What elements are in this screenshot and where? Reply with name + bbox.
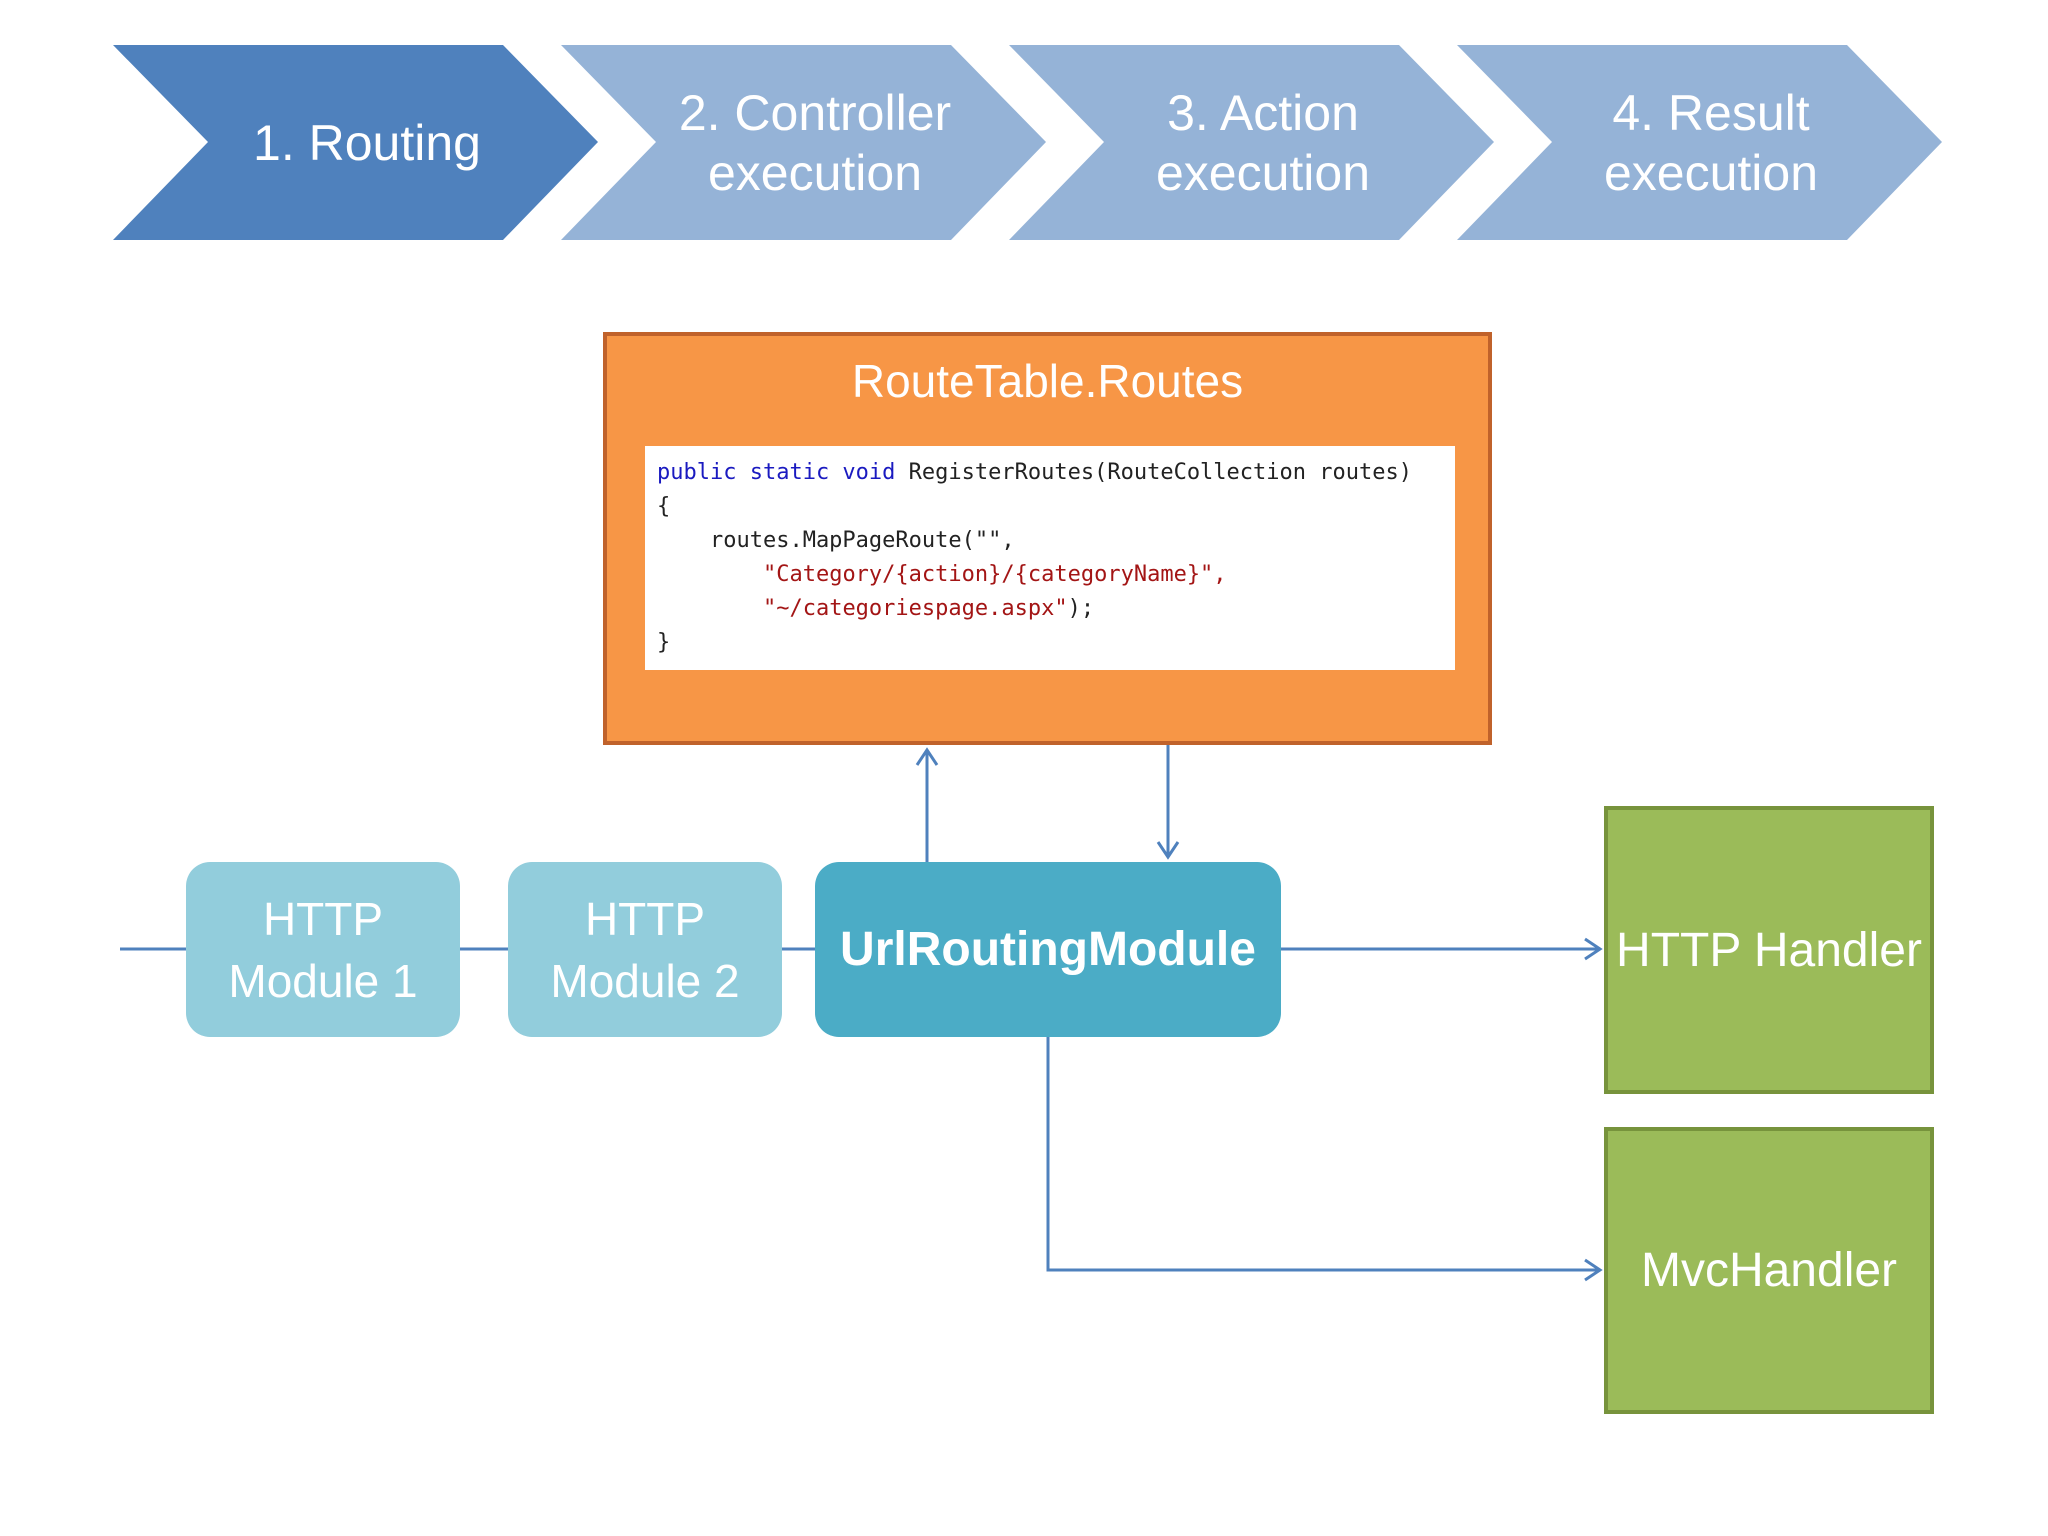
- code-physical-file: "~/categoriespage.aspx": [762, 596, 1068, 621]
- step-controller-label: 2. Controller execution: [678, 84, 952, 201]
- routing-to-mvchandler-arrowhead: [1584, 1258, 1603, 1282]
- routes-to-routing-arrowhead: [1156, 841, 1180, 860]
- http-module-2: HTTP Module 2: [508, 862, 782, 1037]
- code-line-6: }: [657, 630, 671, 655]
- routing-to-routes-arrowhead: [915, 747, 939, 766]
- step-routing: 1. Routing: [113, 45, 601, 240]
- code-line-1: public static void RegisterRoutes(RouteC…: [657, 456, 1443, 490]
- code-line-3: routes.MapPageRoute("",: [657, 528, 1015, 553]
- mvc-handler-box: MvcHandler: [1604, 1127, 1934, 1414]
- code-line-2: {: [657, 494, 671, 519]
- code-line-4: "Category/{action}/{categoryName}",: [657, 558, 1443, 592]
- http-module-1: HTTP Module 1: [186, 862, 460, 1037]
- route-table-title: RouteTable.Routes: [851, 355, 1244, 407]
- chevron-step-4-shape: [1457, 45, 1942, 240]
- step-result-execution: 4. Result execution: [1457, 45, 1945, 240]
- step-routing-label: 1. Routing: [253, 114, 481, 171]
- chevron-step-2-shape: [561, 45, 1046, 240]
- chevron-step-1-shape: [113, 45, 598, 240]
- code-keywords: public static void: [657, 460, 896, 485]
- code-line-5-end: );: [1067, 596, 1095, 621]
- code-route-pattern: "Category/{action}/{categoryName}",: [762, 562, 1227, 587]
- url-routing-module-label: UrlRoutingModule: [840, 922, 1256, 976]
- http-handler-label: HTTP Handler: [1616, 923, 1922, 977]
- http-handler-box: HTTP Handler: [1604, 806, 1934, 1094]
- chevron-step-3-shape: [1009, 45, 1494, 240]
- code-line-5: "~/categoriespage.aspx");: [657, 592, 1443, 626]
- step-action-execution: 3. Action execution: [1009, 45, 1497, 240]
- step-action-label: 3. Action execution: [1155, 84, 1371, 201]
- register-routes-code: public static void RegisterRoutes(RouteC…: [645, 446, 1455, 670]
- http-module-1-label: HTTP Module 1: [228, 892, 418, 1007]
- routing-to-http-handler-arrowhead: [1584, 937, 1603, 961]
- mvc-handler-label: MvcHandler: [1640, 1244, 1898, 1297]
- step-controller-execution: 2. Controller execution: [561, 45, 1049, 240]
- route-table-box: RouteTable.Routes public static void Reg…: [603, 332, 1492, 745]
- url-routing-module: UrlRoutingModule: [815, 862, 1281, 1037]
- http-module-2-label: HTTP Module 2: [550, 892, 740, 1007]
- step-result-label: 4. Result execution: [1603, 84, 1819, 201]
- code-signature: RegisterRoutes(RouteCollection routes): [895, 460, 1412, 485]
- routing-to-mvchandler-line: [1046, 1037, 1600, 1272]
